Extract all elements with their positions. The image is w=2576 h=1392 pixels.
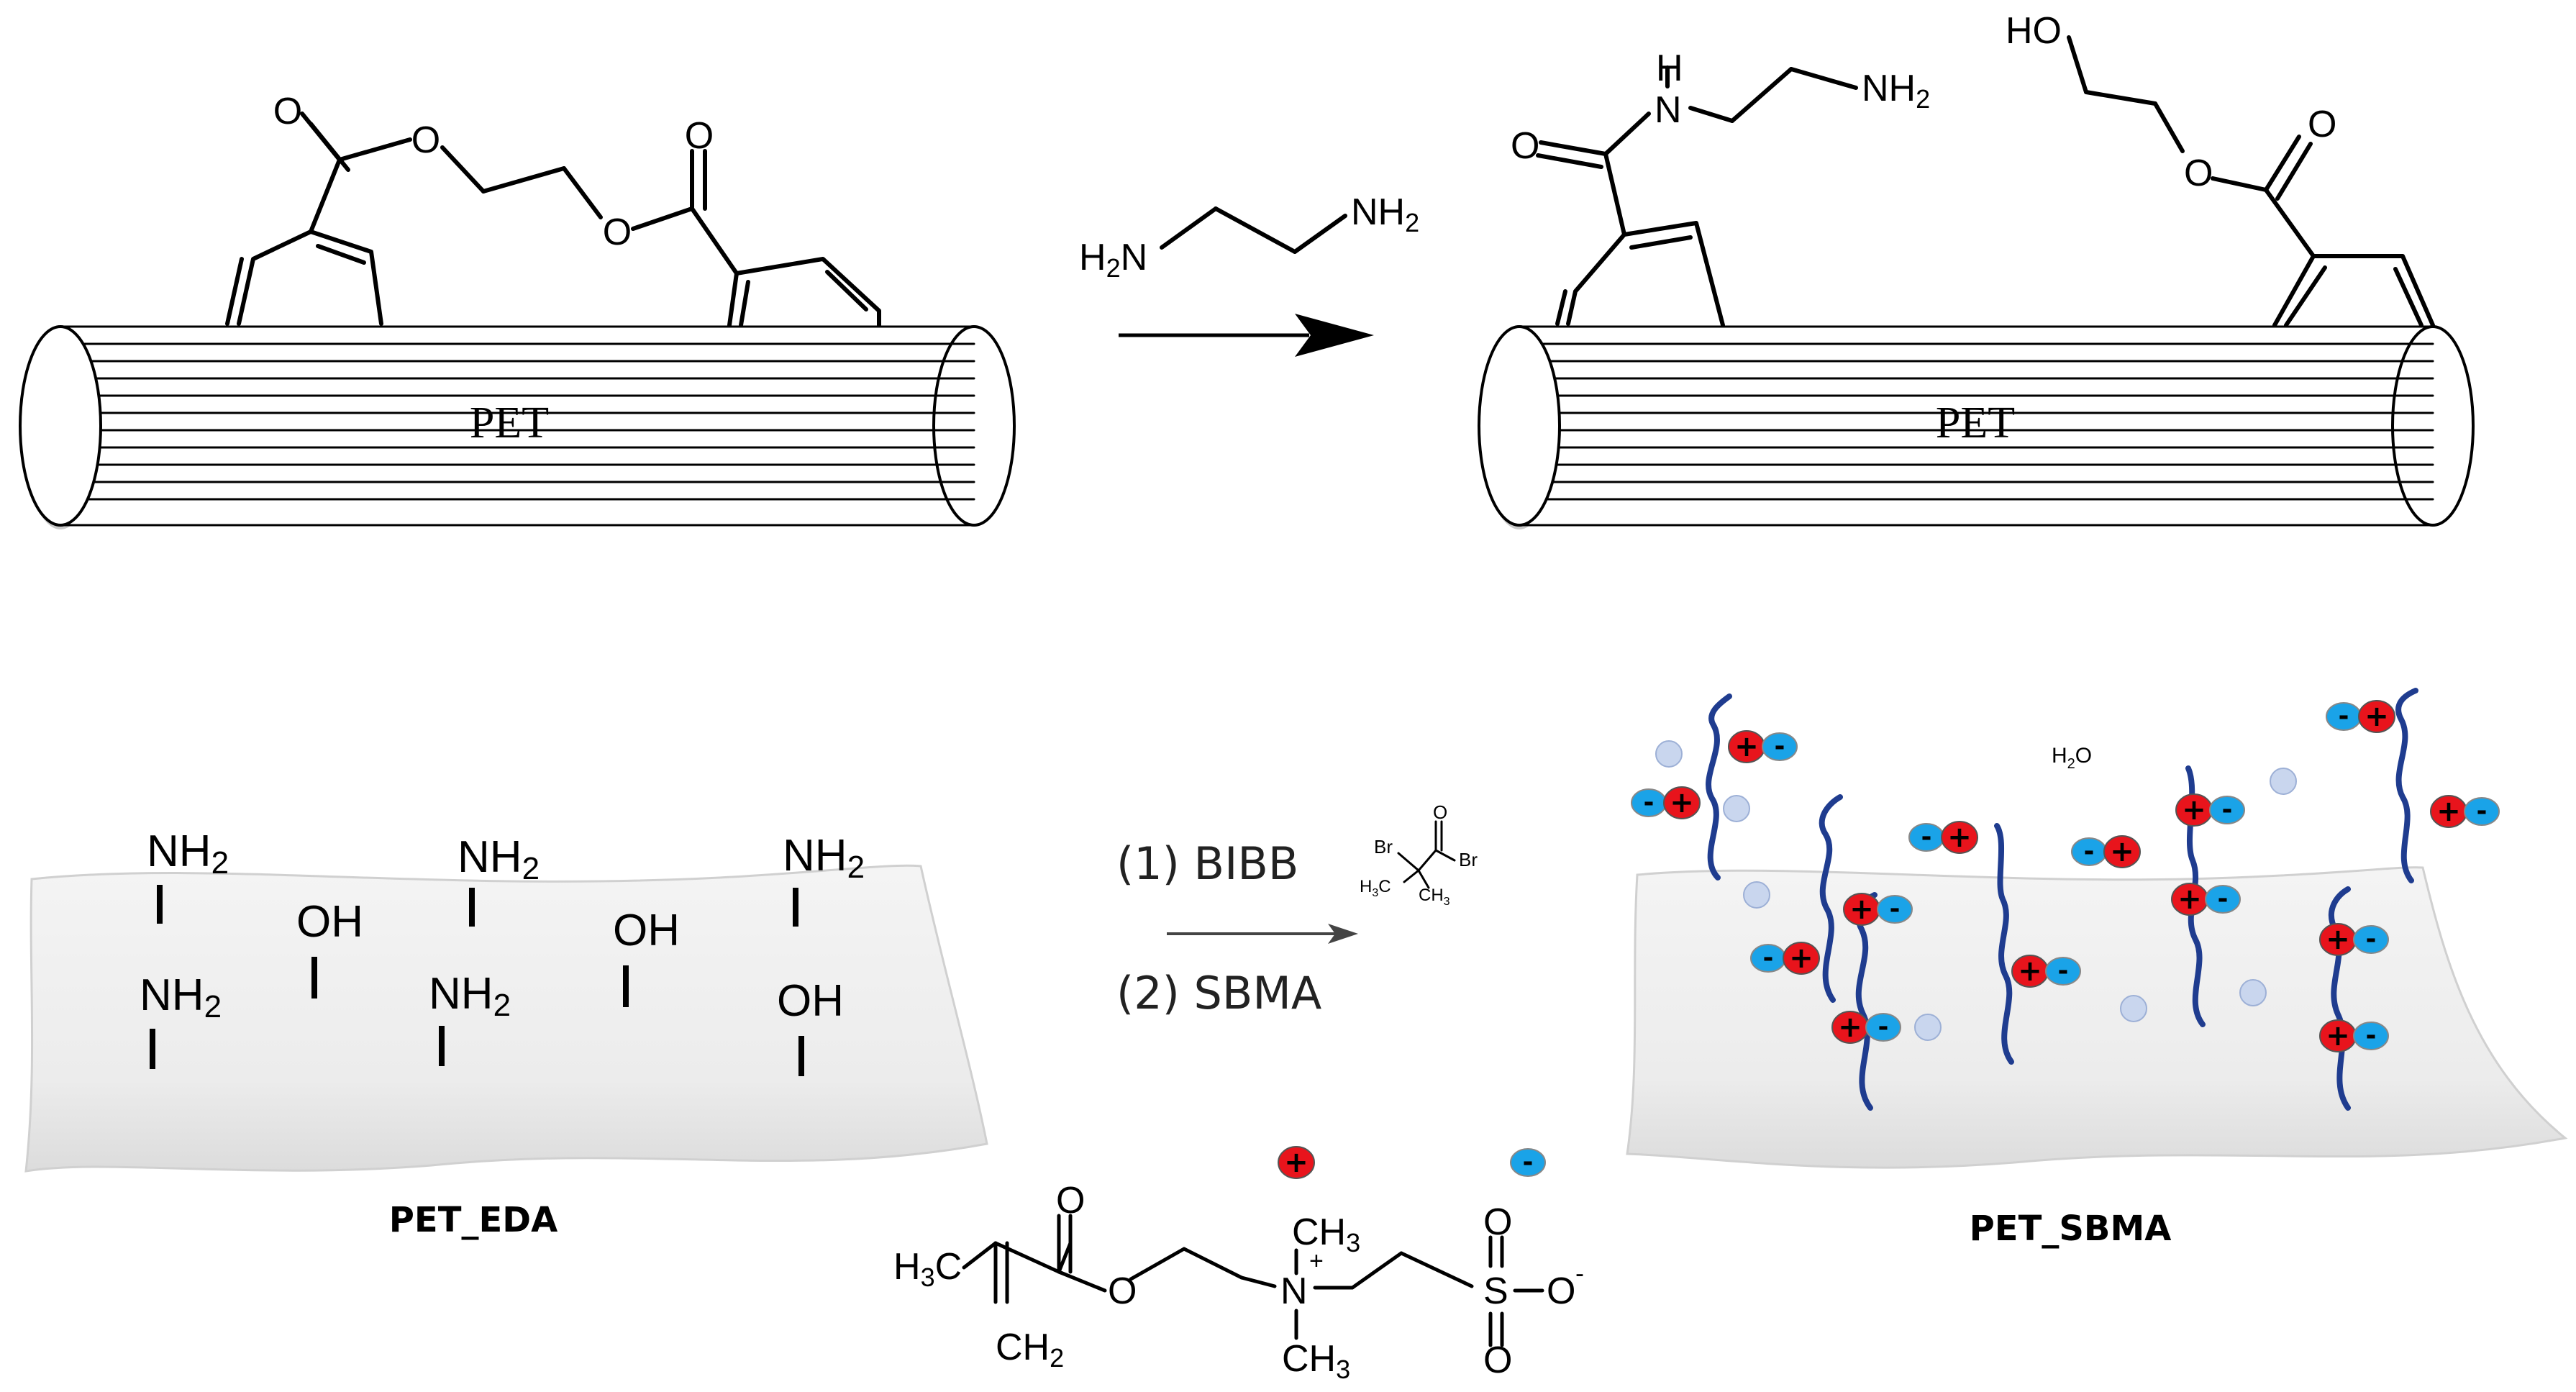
svg-text:H3C: H3C bbox=[1360, 877, 1391, 899]
svg-text:N: N bbox=[1655, 89, 1682, 131]
step-1-label: (1) BIBB bbox=[1116, 837, 1298, 890]
water-label: H2O bbox=[2052, 744, 2092, 772]
bibb-structure: O Br Br H3C CH3 bbox=[1360, 801, 1478, 908]
svg-text:O: O bbox=[603, 211, 632, 253]
svg-text:OH: OH bbox=[613, 906, 680, 955]
svg-text:NH2: NH2 bbox=[140, 970, 222, 1024]
svg-text:CH2: CH2 bbox=[996, 1327, 1064, 1373]
step-2-label: (2) SBMA bbox=[1116, 967, 1321, 1019]
svg-text:NH2: NH2 bbox=[429, 969, 511, 1023]
svg-text:NH2: NH2 bbox=[1862, 68, 1930, 114]
svg-text:+: + bbox=[1309, 1247, 1324, 1275]
svg-text:CH3: CH3 bbox=[1292, 1211, 1360, 1257]
zwitterionic-brushes: H2O bbox=[1631, 688, 2499, 1111]
svg-text:O: O bbox=[1108, 1270, 1137, 1312]
pet-label-right: PET bbox=[1936, 399, 2015, 447]
svg-text:O: O bbox=[2184, 153, 2213, 194]
modification-steps: (1) BIBB (2) SBMA bbox=[1116, 837, 1358, 1019]
svg-text:O: O bbox=[1433, 801, 1447, 823]
svg-text:H: H bbox=[1656, 47, 1683, 89]
pet-sbma-surface bbox=[1626, 866, 2568, 1169]
sbma-structure: H3C CH2 O O N + CH3 CH3 O S O O - bbox=[893, 1145, 1584, 1384]
svg-text:O: O bbox=[1483, 1339, 1512, 1381]
svg-text:O: O bbox=[411, 119, 440, 161]
svg-text:NH2: NH2 bbox=[458, 832, 540, 886]
svg-text:O: O bbox=[1511, 125, 1539, 167]
svg-text:O: O bbox=[685, 115, 714, 157]
pet-eda-label: PET_EDA bbox=[389, 1200, 558, 1240]
svg-text:N: N bbox=[1280, 1270, 1308, 1312]
svg-text:NH2: NH2 bbox=[783, 831, 865, 885]
svg-text:NH2: NH2 bbox=[1351, 191, 1419, 237]
pet-sbma-label: PET_SBMA bbox=[1970, 1209, 2172, 1249]
svg-text:S: S bbox=[1483, 1270, 1508, 1312]
svg-text:Br: Br bbox=[1374, 836, 1393, 858]
svg-text:O: O bbox=[1483, 1201, 1512, 1243]
hydroxyethyl-ester-fragment: HO O O bbox=[2006, 10, 2435, 327]
svg-text:NH2: NH2 bbox=[147, 827, 229, 881]
svg-text:H3C: H3C bbox=[893, 1246, 962, 1292]
svg-text:Br: Br bbox=[1459, 849, 1478, 870]
svg-text:CH3: CH3 bbox=[1419, 886, 1450, 908]
svg-text:CH3: CH3 bbox=[1282, 1338, 1350, 1384]
pet-fiber-left: PET bbox=[19, 325, 1016, 529]
cation-legend-icon bbox=[1278, 1145, 1315, 1180]
pet-eda-groups: NH2 NH2 OH NH2 NH2 OH NH2 OH bbox=[140, 827, 865, 1076]
svg-text:O: O bbox=[1547, 1270, 1575, 1312]
svg-text:O: O bbox=[273, 91, 302, 132]
svg-text:OH: OH bbox=[296, 897, 363, 947]
amide-fragment: O N H NH2 bbox=[1511, 47, 1930, 327]
pet-label-left: PET bbox=[470, 399, 549, 447]
svg-text:HO: HO bbox=[2006, 10, 2062, 52]
pet-eda-surface bbox=[24, 864, 988, 1173]
svg-text:OH: OH bbox=[777, 976, 844, 1026]
svg-text:-: - bbox=[1575, 1258, 1584, 1288]
reaction-arrow-top bbox=[1119, 314, 1374, 357]
svg-text:H2N: H2N bbox=[1079, 237, 1147, 283]
anion-legend-icon bbox=[1510, 1147, 1546, 1178]
pet-fiber-right: PET bbox=[1478, 325, 2475, 529]
pet-ester-molecule: O O O O bbox=[225, 91, 881, 327]
svg-text:O: O bbox=[1056, 1180, 1085, 1222]
ethylenediamine-reagent: H2N NH2 bbox=[1079, 191, 1419, 283]
svg-text:O: O bbox=[2308, 104, 2336, 145]
